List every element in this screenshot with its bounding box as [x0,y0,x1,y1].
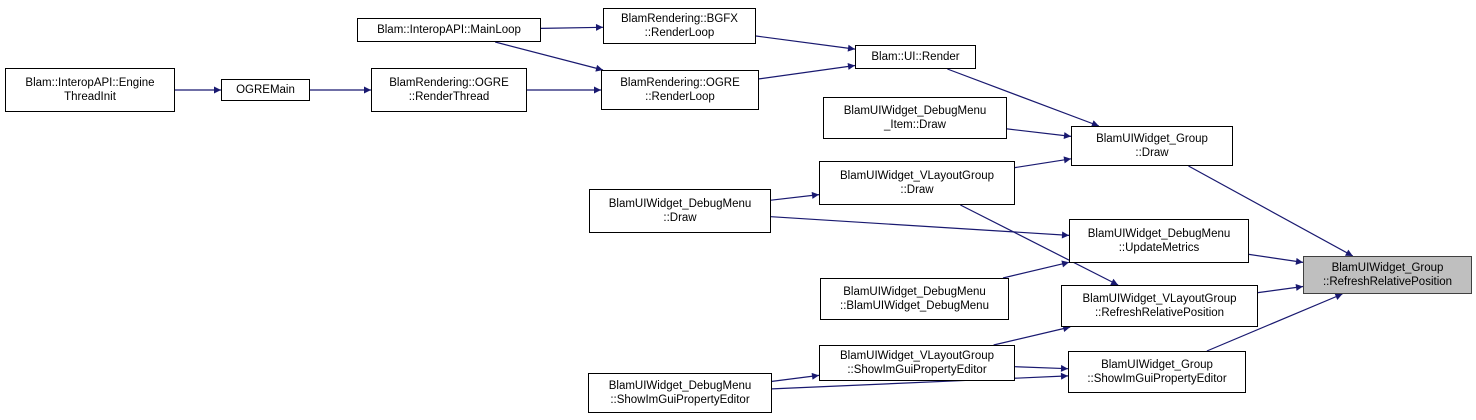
edge-ogre-render-loop-to-ui-render [758,63,856,80]
edge-bgfx-render-loop-to-ui-render [755,35,856,52]
edge-main-loop-to-ogre-render-loop [495,41,604,72]
edge-debugmenu-update-metrics-to-group-refresh [1248,253,1304,265]
node-label-line: BlamUIWidget_VLayoutGroup [1082,293,1237,305]
node-debugmenu-show-editor[interactable]: BlamUIWidget_DebugMenu::ShowImGuiPropert… [588,373,772,413]
node-bgfx-render-loop[interactable]: BlamRendering::BGFX::RenderLoop [603,8,756,44]
node-ogre-main[interactable]: OGREMain [221,79,310,101]
node-label-line: ::RefreshRelativePosition [1094,307,1225,319]
node-label-line: OGREMain [236,84,295,96]
edge-vlayout-draw-to-vlayout-refresh [960,204,1119,286]
node-vlayout-show-editor[interactable]: BlamUIWidget_VLayoutGroup::ShowImGuiProp… [819,345,1015,381]
edge-ui-render-to-group-draw [947,68,1100,127]
node-label-line: ::RenderThread [408,91,490,103]
node-label-line: ::Draw [663,212,697,224]
edge-debugmenu-item-draw-to-group-draw [1006,128,1072,140]
edge-main-loop-to-bgfx-render-loop [540,23,604,31]
node-label-line: Blam::InteropAPI::MainLoop [377,24,521,36]
edge-group-show-editor-to-group-refresh [1206,293,1343,352]
node-debugmenu-update-metrics[interactable]: BlamUIWidget_DebugMenu::UpdateMetrics [1069,219,1249,263]
node-label-line: BlamUIWidget_DebugMenu [843,286,986,298]
node-label-line: Blam::InteropAPI::Engine [25,77,155,89]
node-ogre-render-loop[interactable]: BlamRendering::OGRE::RenderLoop [601,70,759,110]
node-label-line: BlamUIWidget_Group [1101,359,1213,371]
node-label-line: ::RenderLoop [645,91,715,103]
edge-debugmenu-show-editor-to-vlayout-show-editor [771,372,820,382]
node-label-line: BlamUIWidget_VLayoutGroup [839,170,995,182]
node-label-line: ::ShowImGuiPropertyEditor [847,364,987,376]
node-ogre-render-thread[interactable]: BlamRendering::OGRE::RenderThread [371,68,527,112]
node-label-line: BlamUIWidget_Group [1331,262,1444,274]
edge-vlayout-refresh-to-group-refresh [1257,283,1304,294]
node-main-loop[interactable]: Blam::InteropAPI::MainLoop [357,18,541,42]
node-debugmenu-ctor[interactable]: BlamUIWidget_DebugMenu::BlamUIWidget_Deb… [820,278,1009,320]
node-ui-render[interactable]: Blam::UI::Render [855,45,976,69]
node-label-line: BlamUIWidget_DebugMenu [843,105,987,117]
node-label-line: ::RefreshRelativePosition [1322,276,1453,288]
node-label-line: BlamRendering::OGRE [389,77,509,89]
node-label-line: BlamRendering::BGFX [621,13,738,25]
edge-vlayout-show-editor-to-group-show-editor [1014,364,1069,372]
node-group-show-editor[interactable]: BlamUIWidget_Group::ShowImGuiPropertyEdi… [1068,351,1246,393]
node-label-line: ThreadInit [64,91,116,103]
node-debugmenu-draw[interactable]: BlamUIWidget_DebugMenu::Draw [589,189,771,233]
edge-debugmenu-draw-to-vlayout-draw [770,191,820,201]
node-label-line: _Item::Draw [884,119,946,131]
node-label-line: ::UpdateMetrics [1118,242,1200,254]
node-label-line: ::ShowImGuiPropertyEditor [1087,373,1227,385]
edge-debugmenu-ctor-to-debugmenu-update-metrics [1002,260,1070,279]
node-debugmenu-item-draw[interactable]: BlamUIWidget_DebugMenu_Item::Draw [823,97,1007,139]
node-label-line: ::Draw [900,184,934,196]
edge-debugmenu-show-editor-to-group-show-editor [771,372,1069,390]
edge-group-draw-to-group-refresh [1188,165,1354,257]
node-label-line: BlamUIWidget_DebugMenu [1087,228,1231,240]
node-label-line: ::BlamUIWidget_DebugMenu [840,300,989,312]
node-vlayout-draw[interactable]: BlamUIWidget_VLayoutGroup::Draw [819,161,1015,205]
node-group-refresh: BlamUIWidget_Group::RefreshRelativePosit… [1303,256,1472,294]
node-label-line: BlamRendering::OGRE [620,77,740,89]
node-label-line: BlamUIWidget_Group [1096,133,1208,145]
node-label-line: ::ShowImGuiPropertyEditor [610,394,750,406]
node-label-line: BlamUIWidget_VLayoutGroup [839,350,995,362]
node-label-line: BlamUIWidget_DebugMenu [608,380,752,392]
node-label-line: ::RenderLoop [644,27,715,39]
node-label-line: ::Draw [1135,147,1169,159]
edge-vlayout-draw-to-group-draw [1014,156,1072,169]
node-vlayout-refresh[interactable]: BlamUIWidget_VLayoutGroup::RefreshRelati… [1061,285,1258,327]
node-group-draw[interactable]: BlamUIWidget_Group::Draw [1071,126,1233,166]
edge-debugmenu-draw-to-debugmenu-update-metrics [770,216,1070,239]
node-label-line: Blam::UI::Render [871,51,960,63]
edge-vlayout-show-editor-to-vlayout-refresh [993,325,1071,346]
node-label-line: BlamUIWidget_DebugMenu [608,198,752,210]
